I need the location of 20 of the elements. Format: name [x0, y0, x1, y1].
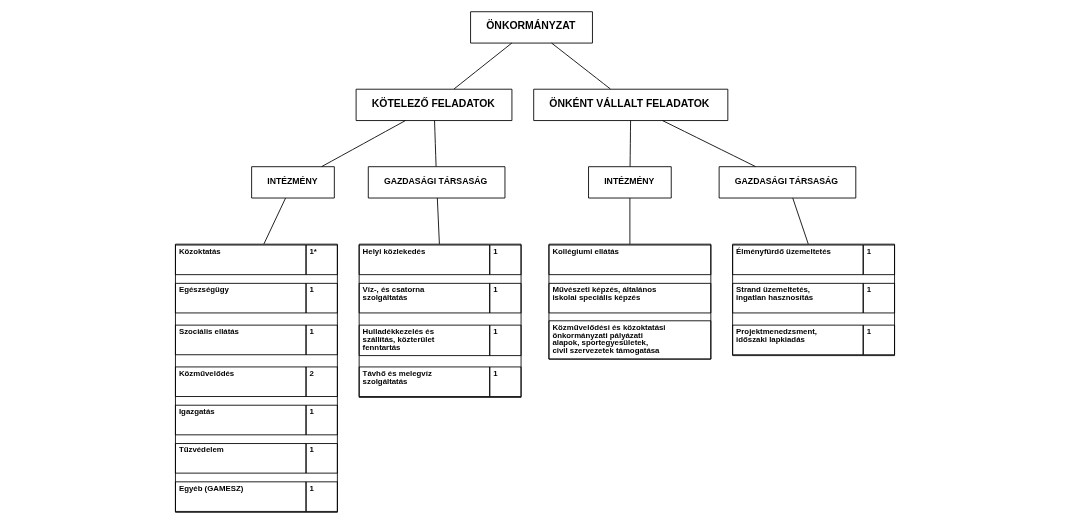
node-box: INTÉZMÉNY [250, 166, 335, 199]
node-box: Kollégiumi ellátás [548, 244, 711, 276]
connector [628, 197, 630, 245]
node-box: INTÉZMÉNY [587, 166, 672, 199]
connector [320, 120, 406, 167]
node-box: GAZDASÁGI TÁRSASÁG [367, 166, 505, 199]
node-box: KÖTELEZŐ FELADATOK [355, 88, 512, 121]
connector [263, 197, 286, 245]
connector [433, 120, 436, 167]
node-box: Közművelődési és közoktatási önkormányzati pályázati alapok, sportegyesületek, civil szervezetek támogatása [548, 320, 711, 360]
node-box: ÖNKORMÁNYZAT [469, 11, 593, 44]
connector [453, 42, 512, 90]
connector [629, 120, 631, 167]
connector [791, 197, 809, 245]
node-box: ÖNKÉNT VÁLLALT FELADATOK [532, 88, 728, 121]
connector [550, 42, 611, 90]
connector [436, 197, 440, 245]
node-box: Művészeti képzés, általános iskolai speciális képzés [548, 282, 711, 314]
connector [661, 120, 756, 167]
node-box: GAZDASÁGI TÁRSASÁG [718, 166, 856, 199]
